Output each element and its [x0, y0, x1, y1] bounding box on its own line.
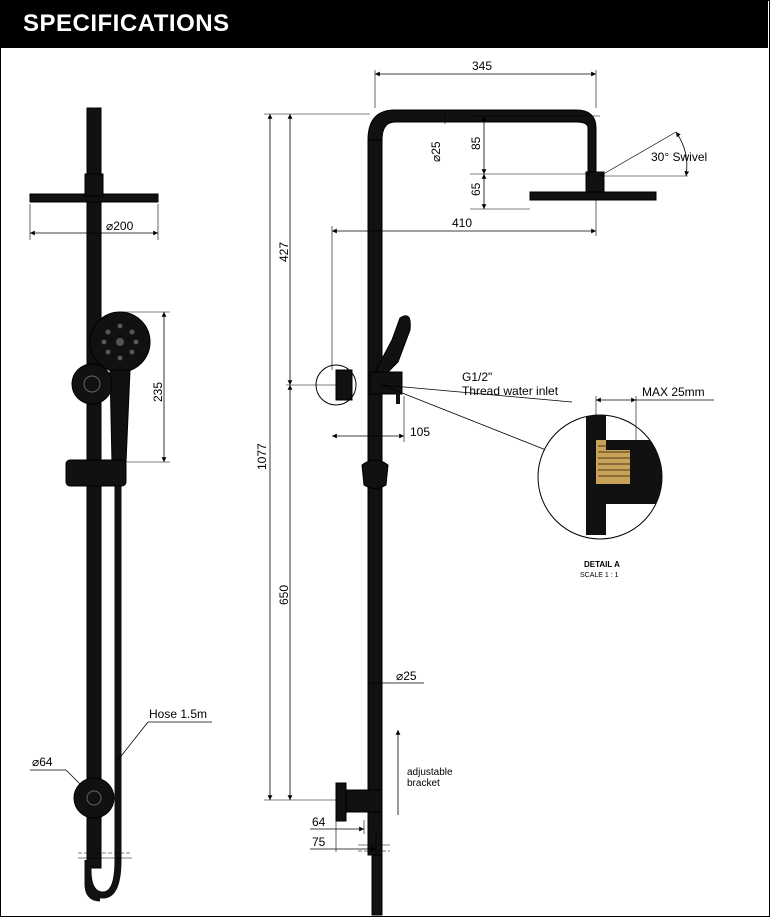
dim-upper-height: 427 — [277, 242, 291, 262]
dim-head-diameter: ⌀200 — [106, 219, 134, 233]
front-slide-holder — [65, 459, 127, 487]
dim-head-reach: 410 — [452, 216, 472, 230]
front-wall-outlet — [73, 777, 115, 819]
label-hose-length: Hose 1.5m — [149, 707, 207, 721]
side-riser-pipe — [367, 139, 383, 856]
front-handset-nozzles — [101, 323, 139, 361]
label-inlet-thread: G1/2" — [462, 370, 492, 384]
page-title: SPECIFICATIONS — [23, 10, 230, 37]
dim-outlet-diameter: ⌀64 — [32, 755, 53, 769]
side-shower-head — [529, 191, 657, 201]
side-view: 345 ⌀25 85 65 30° Swivel 410 1077 427 65… — [255, 59, 707, 916]
side-slider-knob — [361, 459, 389, 489]
label-max-thread: MAX 25mm — [642, 385, 705, 399]
side-wall-bracket — [335, 782, 347, 822]
dim-total-height: 1077 — [255, 443, 269, 470]
dim-wall-64: 64 — [312, 815, 326, 829]
detail-view: MAX 25mm DETAIL A SCALE 1 : 1 — [537, 385, 714, 579]
front-handset-handle — [109, 369, 131, 463]
dim-rail-diameter: ⌀25 — [396, 669, 417, 683]
label-bracket-2: bracket — [407, 778, 440, 789]
dim-wall-75: 75 — [312, 835, 326, 849]
label-bracket-1: adjustable — [407, 767, 453, 778]
front-riser-top — [87, 107, 101, 115]
front-diverter — [71, 363, 113, 405]
label-inlet-description: Thread water inlet — [462, 384, 559, 398]
dim-handset-height: 235 — [151, 382, 165, 402]
detail-title: DETAIL A — [584, 560, 620, 569]
dim-drop-85: 85 — [469, 136, 483, 150]
dim-rail-diameter-top: ⌀25 — [429, 141, 443, 162]
front-riser-pipe — [86, 107, 102, 869]
dim-arm-projection: 345 — [472, 59, 492, 73]
front-head-connector — [84, 173, 104, 197]
detail-scale: SCALE 1 : 1 — [580, 572, 619, 579]
side-hand-holder — [369, 371, 403, 395]
dim-lower-height: 650 — [277, 585, 291, 605]
front-view: ⌀200 235 Hose 1.5m ⌀64 — [29, 107, 212, 902]
dim-drop-65: 65 — [469, 182, 483, 196]
dim-holder-projection: 105 — [410, 425, 430, 439]
header-bar: SPECIFICATIONS — [1, 1, 768, 48]
label-swivel: 30° Swivel — [651, 150, 707, 164]
